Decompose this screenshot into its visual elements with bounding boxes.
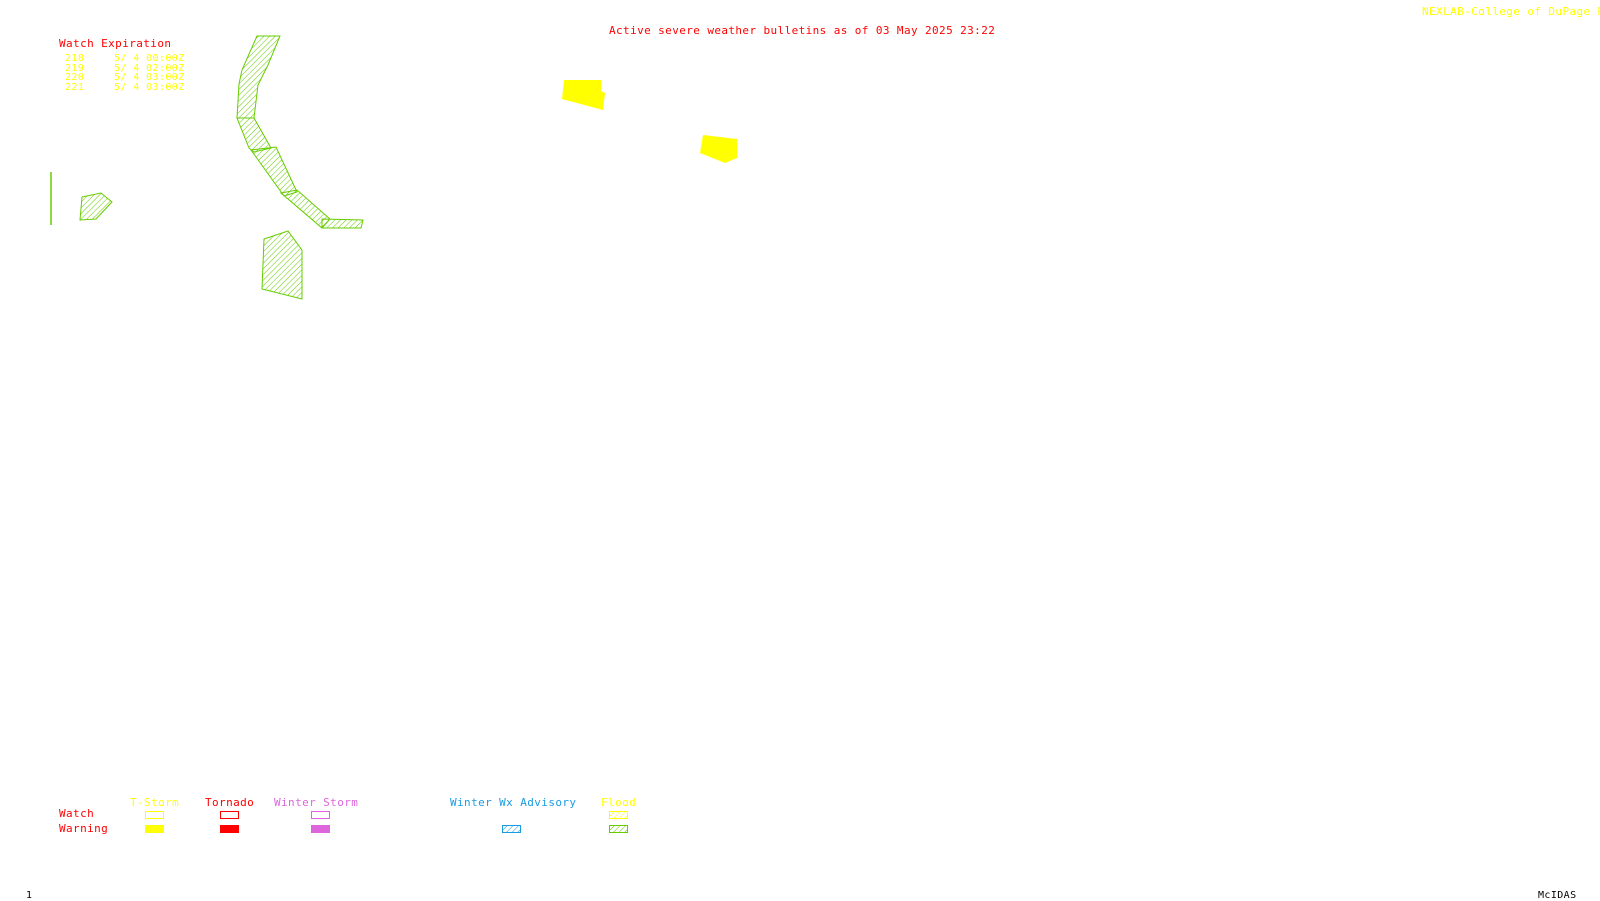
legend-tornado-warning-swatch: [220, 825, 239, 833]
watch-id: 220: [65, 72, 85, 83]
legend-row-label-watch: Watch: [59, 807, 95, 820]
flood-warning-polygon: [261, 230, 303, 300]
watch-expiration-heading: Watch Expiration: [59, 37, 172, 50]
watch-id: 221: [65, 82, 85, 93]
legend-flood-warning-swatch: [609, 825, 628, 833]
legend-tstorm-warning-swatch: [145, 825, 164, 833]
legend-tstorm-watch-swatch: [145, 811, 164, 819]
software-label: McIDAS: [1538, 890, 1577, 901]
frame-number: 1: [26, 890, 33, 901]
page-title: Active severe weather bulletins as of 03…: [609, 24, 996, 37]
watch-id: 218: [65, 53, 85, 64]
flood-warning-polygon: [79, 192, 113, 221]
watch-expires: 5/ 4 03:00Z: [114, 72, 185, 83]
legend-label-winter-storm: Winter Storm: [274, 796, 359, 809]
legend-label-tstorm: T-Storm: [130, 796, 180, 809]
legend-winter-wx-advisory-swatch: [502, 825, 521, 833]
legend-label-winter-wx-advisory: Winter Wx Advisory: [450, 796, 577, 809]
legend-row-label-warning: Warning: [59, 822, 109, 835]
watch-expires: 5/ 4 00:00Z: [114, 53, 185, 64]
legend-flood-watch-swatch: [609, 811, 628, 819]
legend-winter-storm-watch-swatch: [311, 811, 330, 819]
watch-id: 219: [65, 63, 85, 74]
flood-warning-band: [236, 35, 364, 229]
legend-winter-storm-warning-swatch: [311, 825, 330, 833]
legend-tornado-watch-swatch: [220, 811, 239, 819]
legend-label-tornado: Tornado: [205, 796, 255, 809]
watch-expires: 5/ 4 03:00Z: [114, 82, 185, 93]
watch-expires: 5/ 4 02:00Z: [114, 63, 185, 74]
credit-label: NEXLAB-College of DuPage R: [1422, 5, 1600, 18]
legend-label-flood: Flood: [601, 796, 637, 809]
tstorm-warning-polygon: [562, 80, 605, 110]
tstorm-warning-polygon: [700, 135, 737, 163]
